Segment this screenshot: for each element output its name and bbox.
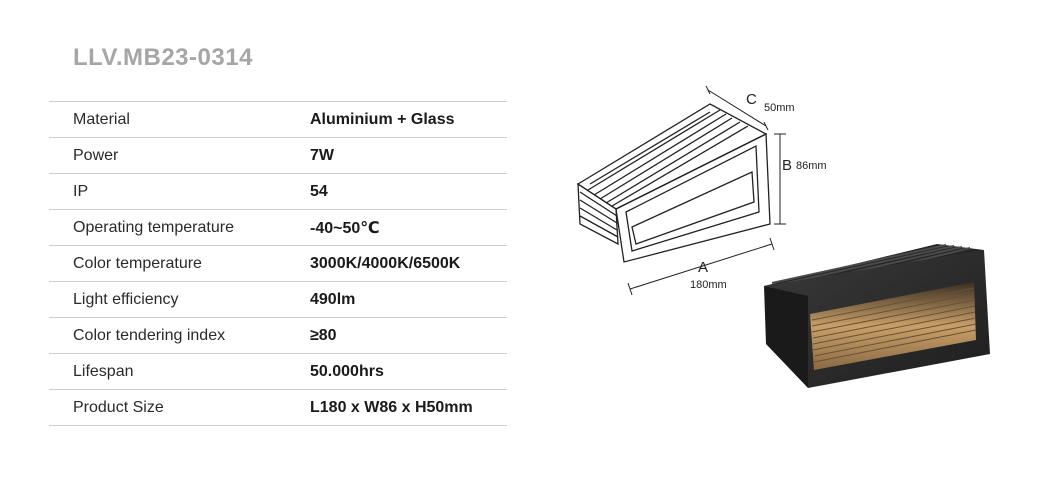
dimension-a-value: 180mm [690, 279, 727, 291]
dimension-c-value: 50mm [764, 102, 795, 114]
spec-row: Lifespan 50.000hrs [49, 354, 507, 390]
spec-row: Color tendering index ≥80 [49, 318, 507, 354]
dimension-b-letter: B [782, 157, 792, 174]
spec-row: Product Size L180 x W86 x H50mm [49, 390, 507, 426]
spec-label: Color tendering index [73, 326, 226, 344]
spec-row: IP 54 [49, 174, 507, 210]
product-model-title: LLV.MB23-0314 [73, 44, 253, 71]
spec-row: Light efficiency 490lm [49, 282, 507, 318]
spec-row: Operating temperature -40~50℃ [49, 210, 507, 246]
spec-label: Operating temperature [73, 218, 234, 236]
housing-outline [576, 103, 771, 263]
housing-body [764, 244, 990, 388]
spec-value: ≥80 [310, 326, 337, 344]
spec-value: 54 [310, 182, 328, 200]
spec-label: Lifespan [73, 362, 134, 380]
spec-value: 490lm [310, 290, 356, 308]
spec-row: Power 7W [49, 138, 507, 174]
dimension-lines [627, 85, 786, 296]
dimension-c-letter: C [746, 91, 757, 108]
spec-label: Material [73, 110, 130, 128]
spec-label: Power [73, 146, 119, 164]
dimension-a-letter: A [698, 259, 708, 276]
spec-value: 50.000hrs [310, 362, 384, 380]
product-photo [764, 244, 990, 388]
spec-value: 7W [310, 146, 334, 164]
spec-label: Product Size [73, 398, 164, 416]
dimension-drawing: C 50mm B 86mm A 180mm [576, 85, 827, 296]
spec-value: 3000K/4000K/6500K [310, 254, 461, 272]
spec-value: Aluminium + Glass [310, 110, 455, 128]
spec-label: Light efficiency [73, 290, 179, 308]
spec-value: L180 x W86 x H50mm [310, 398, 473, 416]
spec-row: Material Aluminium + Glass [49, 102, 507, 138]
spec-value: -40~50℃ [310, 219, 380, 237]
spec-table: Material Aluminium + Glass Power 7W IP 5… [49, 101, 507, 426]
spec-label: Color temperature [73, 254, 202, 272]
dimension-b-value: 86mm [796, 160, 827, 172]
spec-row: Color temperature 3000K/4000K/6500K [49, 246, 507, 282]
spec-label: IP [73, 182, 89, 200]
